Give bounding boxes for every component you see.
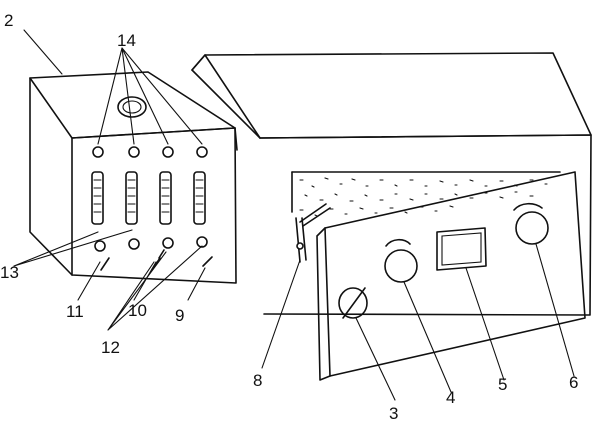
label-8: 8 [253, 371, 262, 390]
knob-4-dial [384, 238, 418, 283]
vertical-scales [91, 171, 206, 225]
door-panel [316, 171, 586, 381]
toggle-switch-10a [151, 257, 161, 271]
indicator-lamps [92, 146, 208, 158]
carry-handle [117, 96, 147, 118]
indicator-lamp-2 [128, 146, 140, 158]
label-9: 9 [175, 306, 184, 325]
toggle-switch-10b [158, 249, 165, 259]
label-4: 4 [446, 388, 455, 407]
label-5: 5 [498, 375, 507, 394]
toggle-switch-11 [100, 257, 110, 271]
toggle-switches [100, 249, 213, 271]
indicator-lamp-1 [92, 146, 104, 158]
interior-texture [299, 177, 548, 217]
label-3: 3 [389, 404, 398, 423]
label-12: 12 [101, 338, 120, 357]
leader-lines [13, 29, 575, 401]
display-window-5 [436, 227, 487, 271]
door-latch [295, 203, 331, 263]
knob-4 [196, 236, 208, 248]
rotary-switch-3 [338, 287, 368, 319]
left-unit-housing [29, 71, 238, 284]
toggle-switch-9 [202, 256, 213, 267]
callout-labels: 2 14 13 11 10 9 12 8 3 4 5 6 [0, 11, 578, 423]
label-11: 11 [66, 302, 84, 321]
label-2: 2 [4, 11, 13, 30]
indicator-lamp-4 [196, 146, 208, 158]
label-6: 6 [569, 373, 578, 392]
label-14: 14 [117, 31, 136, 50]
control-knobs-row [94, 236, 208, 252]
right-unit-cabinet [191, 52, 592, 316]
knob-2 [128, 238, 140, 250]
label-13: 13 [0, 263, 19, 282]
label-10: 10 [128, 301, 147, 320]
knob-3 [162, 237, 174, 249]
knob-6-dial [513, 202, 549, 245]
indicator-lamp-3 [162, 146, 174, 158]
knob-1 [94, 240, 106, 252]
